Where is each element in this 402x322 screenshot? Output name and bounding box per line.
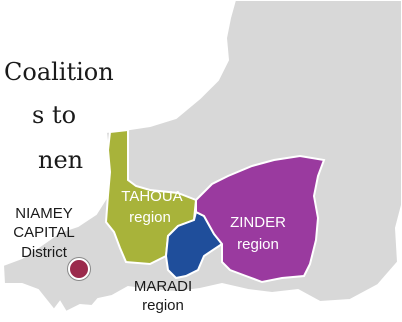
niamey-label-line2: CAPITAL (13, 224, 74, 241)
niamey-label-line1: NIAMEY (15, 205, 73, 222)
maradi-label-line2: region (142, 297, 184, 314)
zinder-label-line2: region (237, 236, 279, 253)
niamey-label-line3: District (21, 244, 68, 261)
maradi-label-line1: MARADI (134, 278, 192, 295)
niamey-capital-marker[interactable] (68, 258, 90, 280)
region-maradi[interactable] (164, 210, 224, 280)
niger-country-shape (1, 0, 402, 314)
tahoua-label-line2: region (129, 209, 171, 226)
tahoua-label-line1: TAHOUA (121, 188, 182, 205)
zinder-label-line1: ZINDER (230, 214, 286, 231)
region-zinder[interactable] (195, 154, 326, 284)
